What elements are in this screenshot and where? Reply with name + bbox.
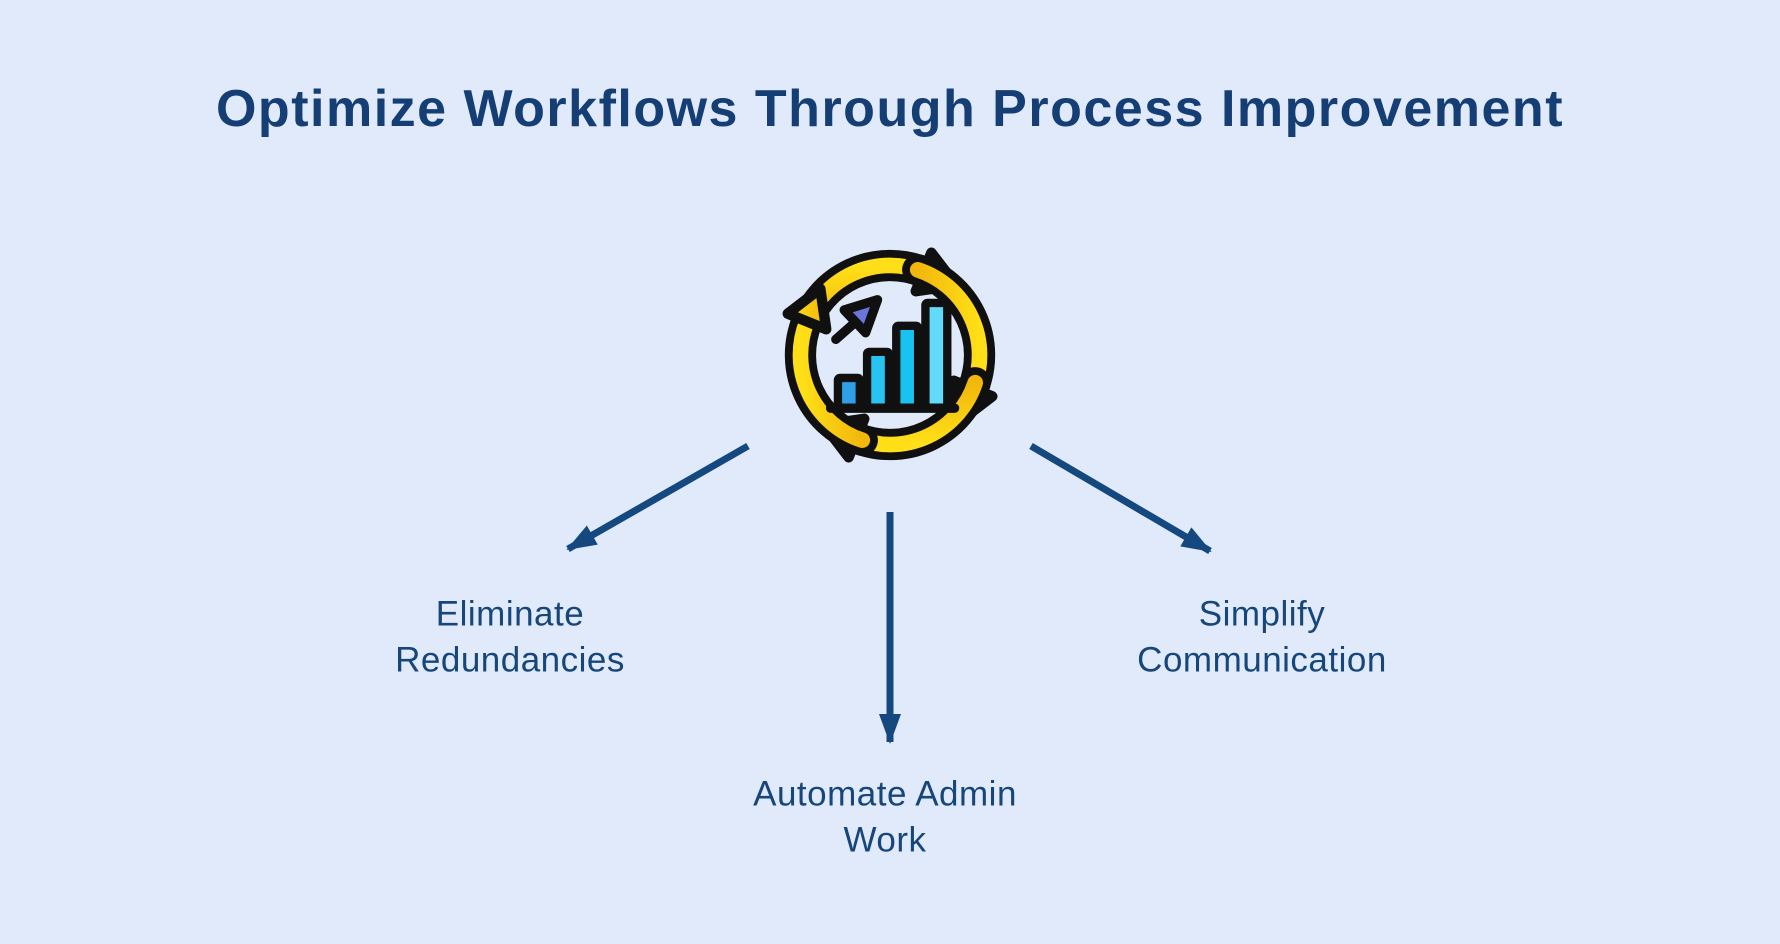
connector-arrow-right	[1029, 442, 1212, 555]
cycle-arrows-bar-chart-icon	[765, 230, 1015, 480]
connector-arrow-left	[566, 442, 750, 553]
branch-label-simplify-communication: Simplify Communication	[1137, 594, 1387, 680]
trend-arrow-icon	[831, 295, 883, 345]
bar-chart-icon	[825, 298, 960, 413]
process-cycle-icon	[765, 230, 1015, 480]
branch-label-automate-admin-work: Automate Admin Work	[753, 774, 1017, 860]
page-title: Optimize Workflows Through Process Impro…	[215, 80, 1565, 138]
branch-label-eliminate-redundancies: Eliminate Redundancies	[395, 594, 625, 680]
